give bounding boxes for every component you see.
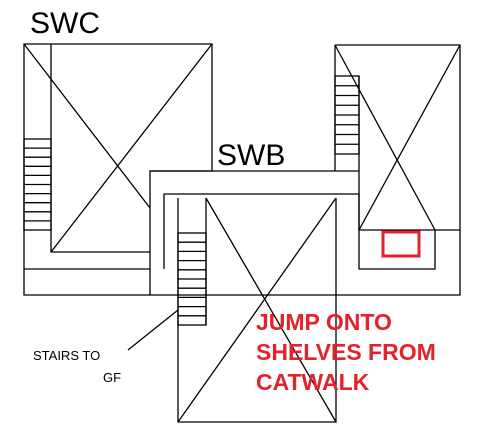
note-line1: JUMP ONTO [256, 309, 392, 335]
note-line2: SHELVES FROM [256, 339, 436, 365]
label-swb: SWB [217, 139, 285, 172]
swc-diagonal-b [50, 43, 213, 253]
swb-inner-wall [163, 193, 359, 269]
label-swc: SWC [30, 7, 100, 40]
stairs-icon [23, 138, 52, 231]
room-swc [23, 43, 213, 296]
stairs-icon [177, 232, 207, 326]
label-stairs-line2: GF [103, 370, 121, 385]
swc-inner-box [50, 44, 150, 253]
central-diagonal-a [205, 197, 337, 423]
central-diagonal-b [177, 197, 337, 423]
right-inner-box [358, 194, 460, 270]
right-diagonal-b [358, 44, 461, 231]
right-diagonal-a [334, 44, 436, 231]
swc-diagonal-a [23, 43, 151, 209]
stairs-icon [334, 75, 360, 155]
stairs-leader-line [127, 309, 179, 351]
note-line3: CATWALK [256, 369, 370, 395]
right-inner-frame [358, 76, 435, 231]
label-stairs-line1: STAIRS TO [33, 348, 100, 363]
room-swb-connector [150, 170, 359, 269]
target-marker-icon [381, 230, 421, 258]
right-outer-wall [150, 44, 461, 296]
